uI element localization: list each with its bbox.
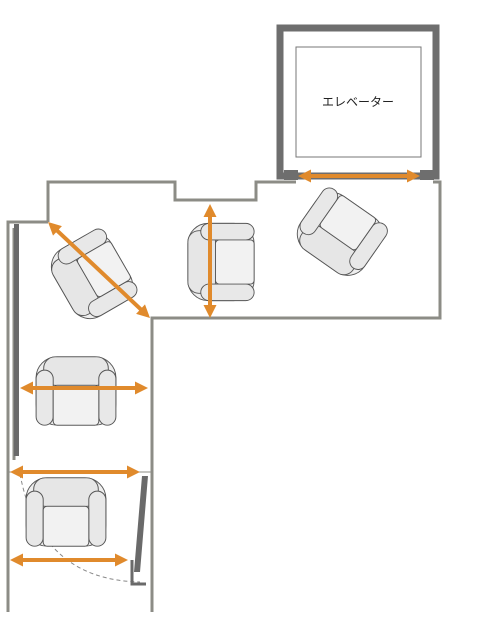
arrow-head xyxy=(298,169,311,183)
right-corridor-wall xyxy=(150,180,442,612)
arrow-head xyxy=(136,304,150,318)
arrow-head xyxy=(10,465,23,479)
arrow-head xyxy=(115,553,128,567)
double-headed-arrow-icon xyxy=(20,381,148,395)
wheelchair-top-view-icon xyxy=(25,477,107,547)
elevator-door-jamb-right xyxy=(420,170,434,180)
arrow-head xyxy=(10,553,23,567)
double-headed-arrow-icon xyxy=(10,465,140,479)
elevator-label: エレベーター xyxy=(322,95,394,109)
arrow-head xyxy=(203,305,217,318)
double-headed-arrow-icon xyxy=(10,553,128,567)
double-headed-arrow-icon xyxy=(203,204,217,318)
left-outer-wall xyxy=(6,220,48,612)
elevator-door-jamb-left xyxy=(284,170,298,180)
arrow-head xyxy=(127,465,140,479)
arrow-head xyxy=(407,169,420,183)
arrow-head xyxy=(20,381,33,395)
arrow-shaft xyxy=(53,226,145,314)
elevator-car xyxy=(295,46,422,158)
wheelchair-top-view-icon xyxy=(43,225,141,327)
wheelchair-top-view-icon xyxy=(187,222,255,302)
wheelchair-top-view-icon xyxy=(35,356,117,426)
wheelchair-top-view-icon xyxy=(288,184,392,284)
arrow-head xyxy=(135,381,148,395)
double-headed-arrow-icon xyxy=(48,222,150,318)
door-leaf xyxy=(134,476,148,572)
dimension-arrows xyxy=(10,169,420,567)
upper-wall xyxy=(46,180,296,222)
arrow-head xyxy=(203,204,217,217)
elevator: エレベーター xyxy=(276,24,440,180)
double-headed-arrow-icon xyxy=(298,169,420,183)
door-stopper xyxy=(130,560,146,586)
arrow-head xyxy=(48,222,62,236)
handrail xyxy=(14,224,19,456)
